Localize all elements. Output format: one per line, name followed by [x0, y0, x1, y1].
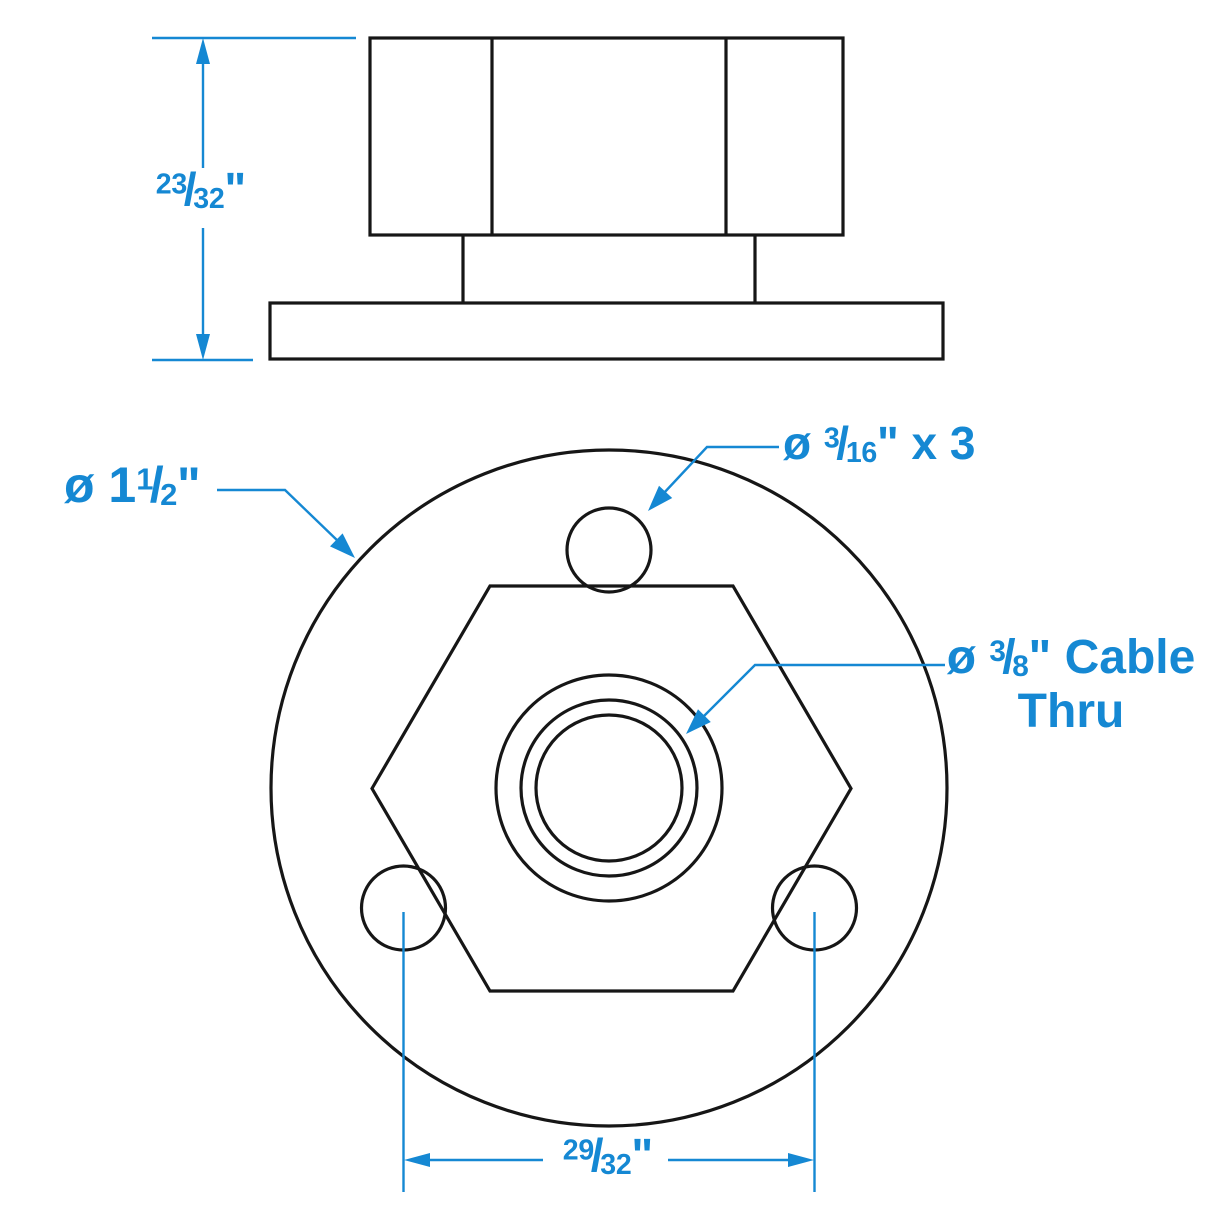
leader-hole-dia [662, 445, 779, 495]
overall-dia-numerator: 1 [136, 461, 154, 497]
plan-view-flange-circle [269, 448, 949, 1128]
plan-view-screw-hole-top [565, 506, 653, 594]
overall-diameter-label: ø 11/2" [64, 460, 201, 510]
side-view-nut-outline [368, 36, 845, 237]
leader-overall-dia [217, 488, 341, 544]
leader-arrow-overall-dia-icon [330, 533, 355, 558]
fraction-slash: / [149, 457, 164, 513]
hole-dia-prefix: ø [783, 417, 824, 469]
cable-thru-diameter-label: ø 3/8" Cable Thru [940, 634, 1202, 736]
screw-hole-diameter-label: ø 3/16" x 3 [783, 420, 976, 467]
cable-dia-numerator: 3 [989, 635, 1006, 669]
leader-cable-dia [701, 663, 945, 719]
plan-view-hex-nut [370, 584, 853, 993]
cable-dia-line2: Thru [1017, 685, 1125, 738]
overall-dia-denominator: 2 [160, 477, 178, 513]
fraction-slash: / [836, 417, 850, 469]
cable-dia-line1: ø 3/8" Cable [940, 634, 1202, 682]
fraction-slash: / [183, 163, 197, 215]
width-dim-unit: " [631, 1129, 654, 1181]
hole-dia-numerator: 3 [823, 422, 840, 455]
height-arrow-up-icon [196, 38, 210, 64]
hole-dia-denominator: 16 [845, 436, 877, 469]
height-dim-unit: " [224, 163, 247, 215]
width-dim-numerator: 29 [562, 1134, 594, 1167]
plan-view-cable-bore-inner [534, 713, 684, 863]
side-view-flange-outline [268, 301, 945, 361]
cable-dia-denominator: 8 [1012, 649, 1029, 683]
fraction-slash: / [1002, 631, 1016, 684]
overall-dia-prefix: ø 1 [64, 457, 137, 513]
height-dimension-label: 23/32" [146, 166, 256, 213]
plan-view-stem-circle [494, 673, 724, 903]
width-arrow-left-icon [404, 1153, 430, 1167]
plan-view-cable-bore-outer [519, 698, 699, 878]
leader-arrow-hole-dia-icon [648, 485, 673, 511]
height-dim-numerator: 23 [155, 168, 187, 201]
overall-dia-unit: " [177, 457, 201, 513]
width-dimension-label: 29/32" [550, 1132, 666, 1179]
fraction-slash: / [590, 1129, 604, 1181]
cable-dia-prefix: ø [946, 631, 990, 684]
width-arrow-right-icon [788, 1153, 814, 1167]
height-dim-denominator: 32 [193, 182, 225, 215]
height-arrow-down-icon [196, 334, 210, 360]
width-dim-denominator: 32 [600, 1148, 632, 1181]
cable-dia-suffix: " Cable [1028, 631, 1196, 684]
leader-arrow-cable-dia-icon [686, 709, 711, 734]
hole-dia-suffix: " x 3 [876, 417, 976, 469]
